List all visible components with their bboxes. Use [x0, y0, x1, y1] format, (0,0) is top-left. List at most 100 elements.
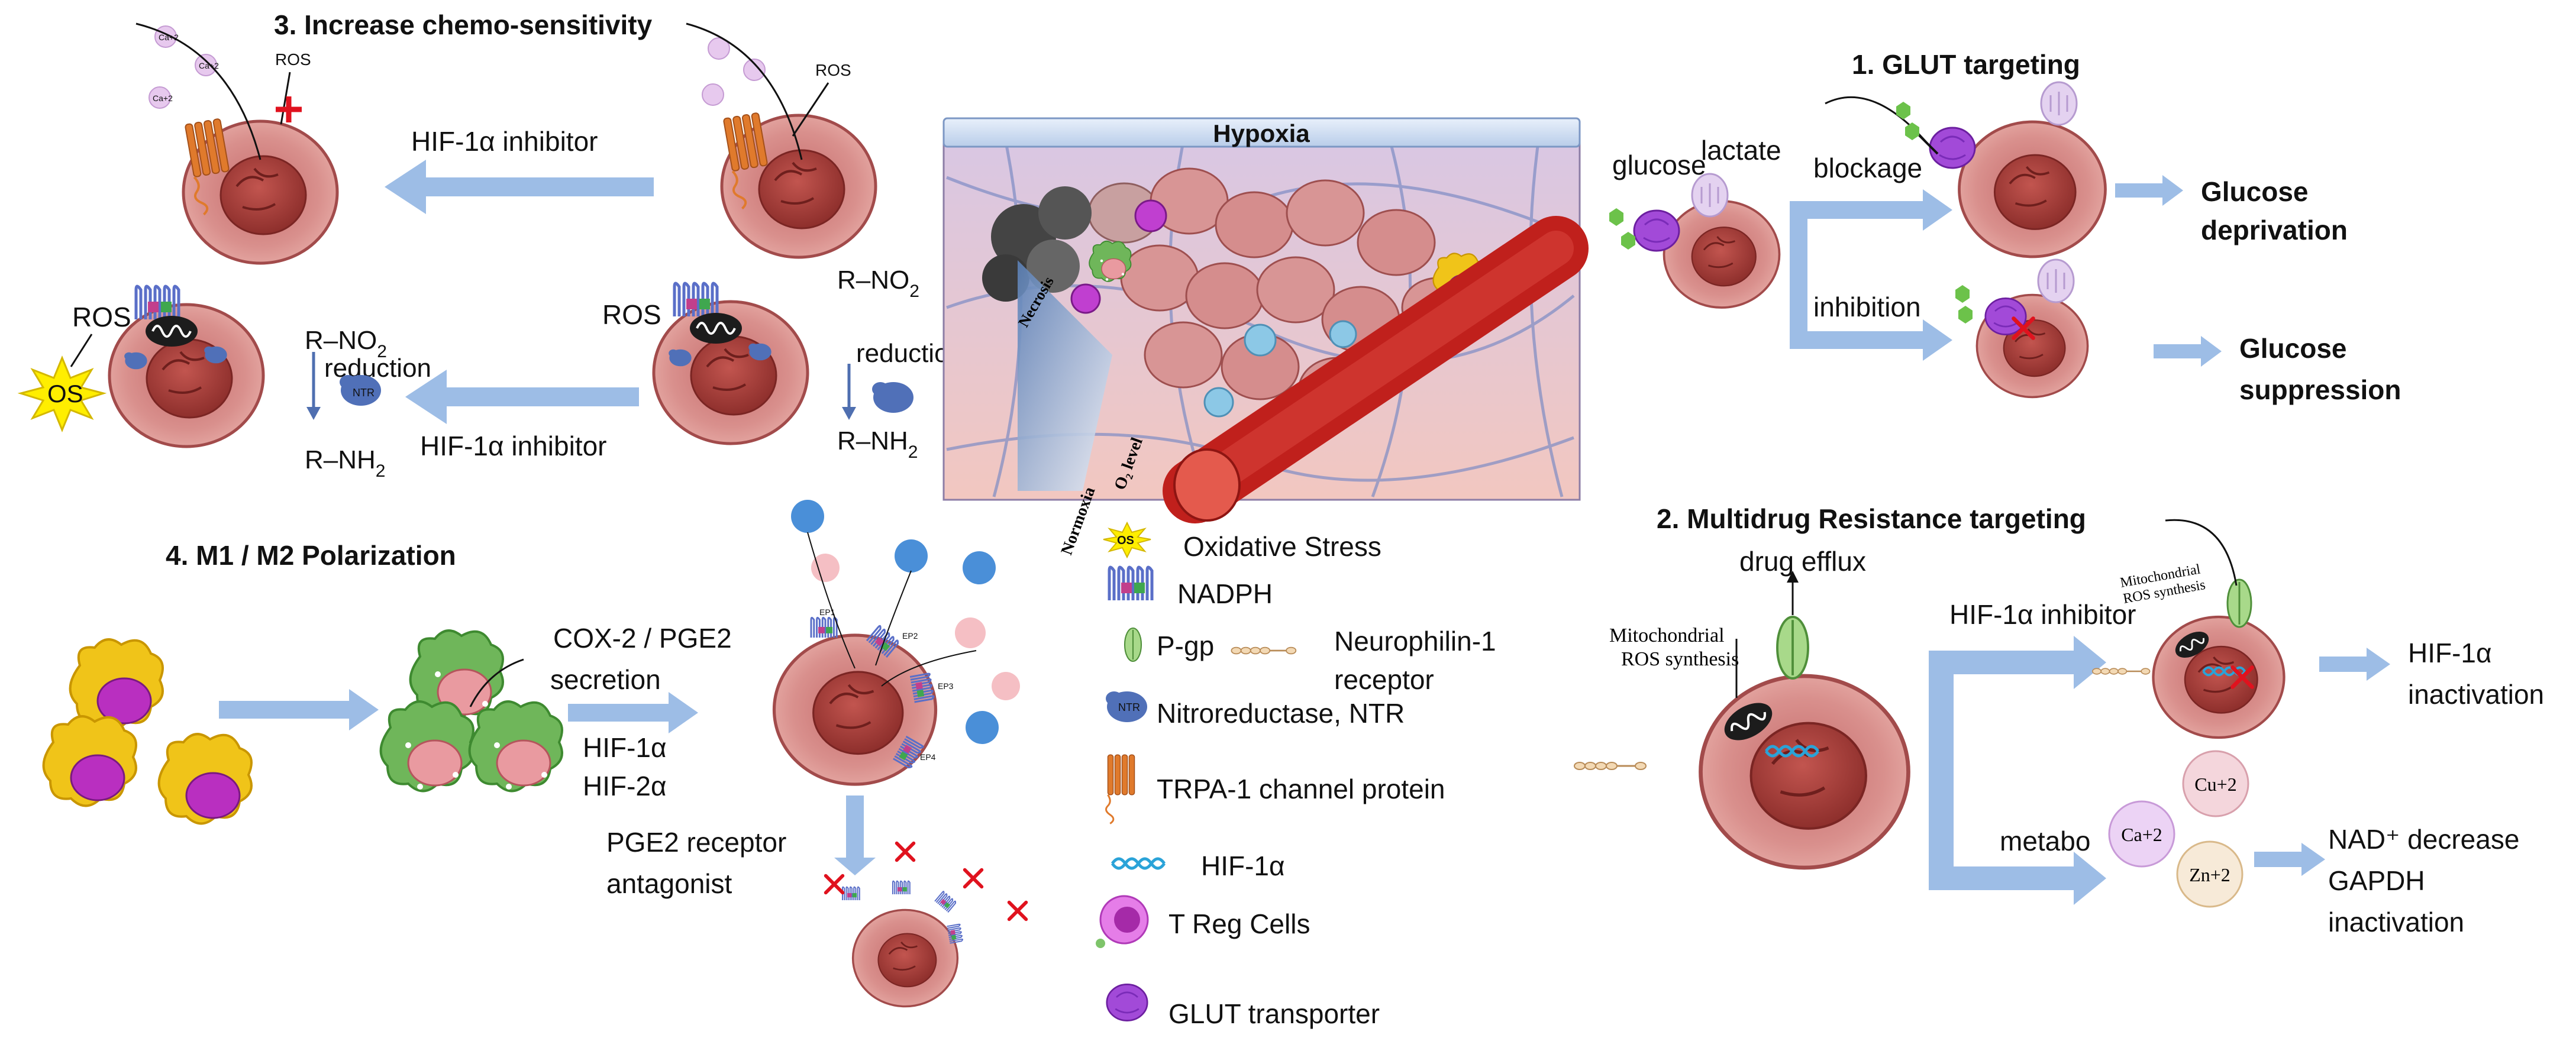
channel-connector-line — [135, 22, 262, 160]
glut-title: 1. GLUT targeting — [1852, 49, 2080, 80]
pgp-icon — [1124, 627, 1142, 662]
ep4-label: EP4 — [920, 752, 936, 762]
legend-label: HIF-1α — [1201, 851, 1285, 881]
secretion-label: secretion — [550, 664, 661, 695]
legend-item-nadph: NADPH — [1109, 567, 1273, 609]
glucose-deprivation-line2: deprivation — [2201, 215, 2348, 245]
efflux-arrowhead — [1787, 571, 1799, 583]
neurophilin-receptor-icon — [2091, 667, 2151, 675]
hypoxia-title-bar — [942, 117, 1581, 148]
nad-decrease-line2: GAPDH — [2328, 865, 2425, 896]
antagonist-line1: PGE2 receptor — [606, 827, 786, 858]
m2-macrophage-icon — [1089, 240, 1132, 282]
block-x-icon — [897, 843, 914, 861]
hif-inhibitor-mdr-label: HIF-1α inhibitor — [1949, 599, 2136, 630]
ep2-label: EP2 — [902, 631, 918, 641]
trpa-channel-icon — [1105, 754, 1135, 824]
ep2-receptor-icon — [892, 880, 911, 895]
calcium-ions-top-right — [702, 37, 766, 106]
hif-inactivation-line2: inactivation — [2408, 679, 2544, 710]
glut-branch-arrow — [1790, 189, 1952, 361]
calcium-ions-top-left: Ca+2 Ca+2 Ca+2 — [149, 25, 219, 109]
ros-label-left: ROS — [72, 302, 131, 332]
m1-to-m2-arrow — [219, 689, 379, 730]
legend-label: TRPA-1 channel protein — [1157, 774, 1445, 804]
m1-macrophage-group — [42, 638, 253, 825]
ion-label: Ca+2 — [153, 93, 173, 103]
t-reg-cell-icon — [1070, 199, 1167, 314]
ros-to-os-arrow — [70, 334, 93, 367]
ntr-icon-label: NTR — [1118, 701, 1140, 713]
legend-label: P-gp — [1157, 630, 1214, 661]
ep1-label: EP1 — [819, 607, 835, 617]
legend-item-glut: GLUT transporter — [1106, 984, 1380, 1029]
chemo-cell-top-right — [722, 115, 876, 257]
block-x-icon — [826, 876, 843, 893]
ion-label: Ca+2 — [159, 33, 179, 42]
nitro-left-formula: R–NO2 — [305, 326, 387, 361]
section-glut-targeting: 1. GLUT targeting glucose lactate blocka… — [1609, 49, 2401, 405]
ep1-receptor-icon — [841, 886, 860, 901]
glut-outcome-arrow-2 — [2154, 336, 2222, 367]
calcium-ion-icon: Ca+2 — [2108, 800, 2175, 868]
ion-bubble — [702, 83, 724, 106]
zinc-ion-label: Zn+2 — [2189, 864, 2230, 885]
hif-dna-icon — [1112, 859, 1164, 868]
channel-connector-line — [686, 22, 803, 160]
mitochondria-icon — [144, 315, 199, 348]
legend-label: GLUT transporter — [1168, 998, 1380, 1029]
reduction-arrowhead — [842, 407, 856, 420]
legend-item-hif: HIF-1α — [1112, 851, 1285, 881]
ros-arrow — [280, 72, 291, 125]
glucose-suppression-line1: Glucose — [2239, 333, 2347, 364]
legend-label: Nitroreductase, NTR — [1157, 698, 1405, 729]
ros-arrow — [792, 82, 829, 137]
block-x-icon — [965, 870, 982, 887]
calcium-ion-label: Ca+2 — [2121, 824, 2162, 845]
nad-decrease-line1: NAD⁺ decrease — [2328, 824, 2519, 855]
blood-vessel — [1163, 216, 1589, 523]
block-x-icon — [276, 96, 302, 122]
antagonist-down-arrow — [834, 796, 876, 875]
hypoxia-panel: Hypoxia Necrosis Normoxia O₂ level — [942, 117, 1589, 557]
lymphocyte-icons — [1203, 320, 1357, 418]
mdr-outcome-arrow-1 — [2319, 648, 2390, 681]
nitro-right-amine: R–NH2 — [837, 426, 918, 462]
section-mdr-targeting: 2. Multidrug Resistance targeting drug e… — [1573, 503, 2544, 937]
mitochondria-icon — [689, 312, 743, 345]
oxygen-gradient-beam — [1018, 260, 1112, 491]
neurophilin-receptor-icon — [1231, 646, 1297, 655]
efflux-connector — [2165, 519, 2238, 586]
glut-outcome-arrow-1 — [2115, 175, 2183, 206]
legend-item-treg: T Reg Cells — [1096, 895, 1310, 948]
ep3-label: EP3 — [938, 681, 954, 691]
hif1-label: HIF-1α — [583, 732, 667, 763]
drug-efflux-label: drug efflux — [1739, 546, 1866, 577]
legend: OS Oxidative Stress NADPH P-gp Neurophil… — [1096, 521, 1496, 1029]
nitro-right-formula: R–NO2 — [837, 266, 919, 301]
legend-item-pgp: P-gp — [1124, 627, 1214, 662]
mito-ros-line1: Mitochondrial — [1609, 625, 1725, 646]
legend-label: Oxidative Stress — [1183, 531, 1381, 562]
legend-item-trpa: TRPA-1 channel protein — [1105, 754, 1445, 824]
arrow-hif-inhibitor-bottom — [405, 370, 639, 424]
ros-label-top-right: ROS — [815, 61, 851, 79]
m2-macrophage-icon — [468, 700, 563, 793]
glucose-molecules — [1955, 285, 1973, 324]
mdr-outcome-arrow-2 — [2254, 843, 2325, 876]
ep1-receptor-icon — [810, 616, 838, 639]
section-polarization: 4. M1 / M2 Polarization COX-2 / PGE2 sec… — [42, 500, 1026, 1008]
hif2-label: HIF-2α — [583, 771, 667, 801]
m2-to-tumor-arrow — [568, 692, 698, 733]
glut-blocked-cell — [1960, 122, 2106, 257]
chemo-title: 3. Increase chemo-sensitivity — [274, 9, 653, 40]
nitro-left-amine: R–NH2 — [305, 445, 385, 481]
legend-item-neurophilin: Neurophilin-1 receptor — [1231, 626, 1496, 695]
neurophilin-receptor-icon — [1573, 761, 1647, 771]
nad-decrease-line3: inactivation — [2328, 907, 2464, 937]
mdr-cell — [1701, 676, 1909, 868]
zinc-ion-icon: Zn+2 — [2176, 840, 2243, 908]
copper-ion-label: Cu+2 — [2194, 774, 2236, 795]
hypoxia-title: Hypoxia — [1213, 119, 1310, 147]
